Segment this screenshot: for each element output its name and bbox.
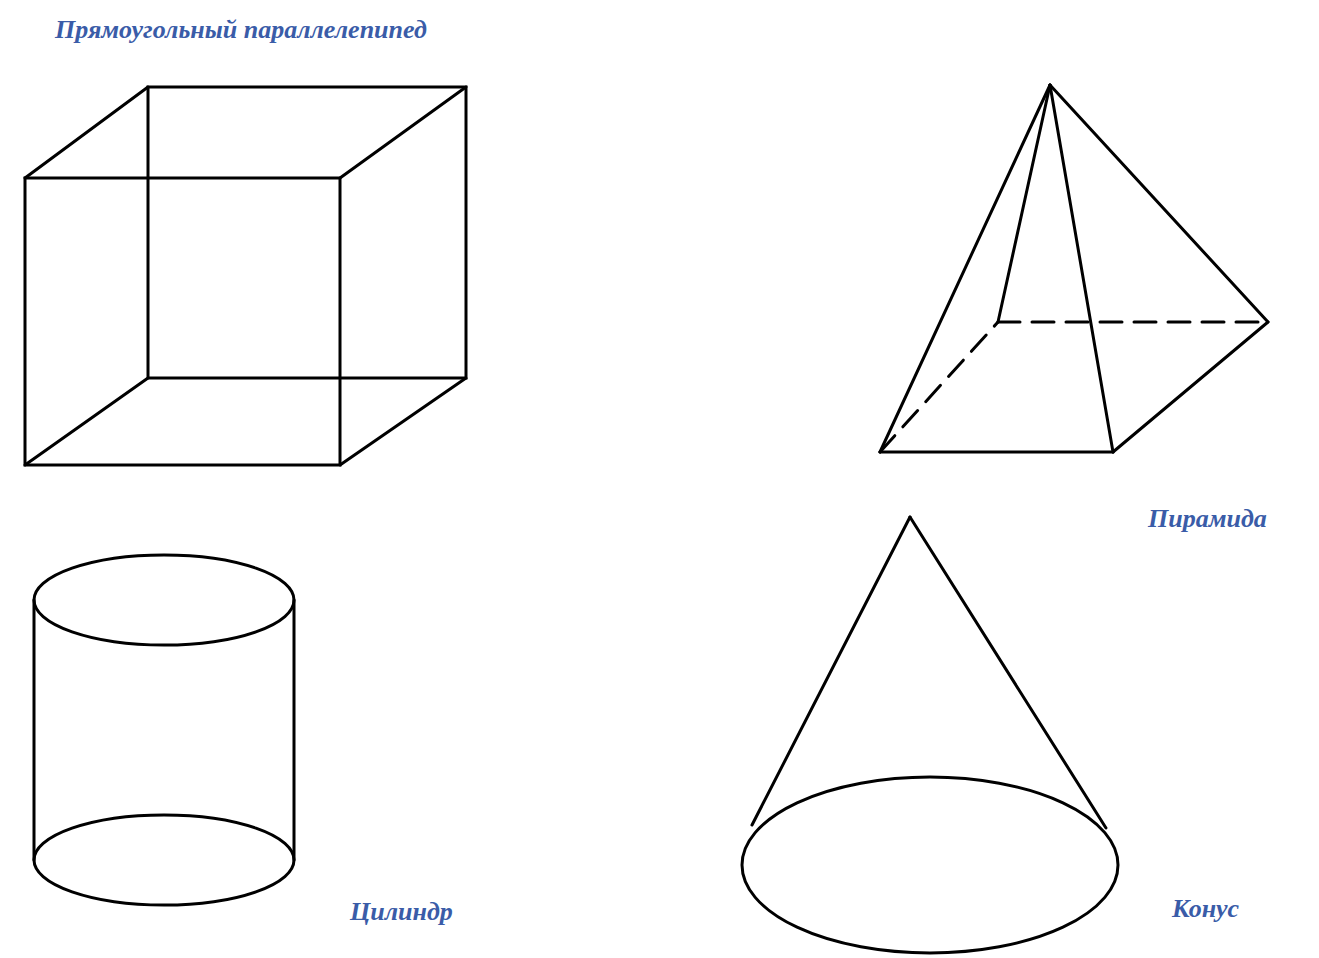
cylinder — [34, 555, 294, 905]
shape-caption: Прямоугольный параллелепипед — [55, 14, 427, 45]
shape-caption: Цилиндр — [350, 896, 453, 927]
shape-caption: Конус — [1172, 893, 1239, 924]
pyramid — [880, 85, 1268, 452]
cuboid — [25, 87, 466, 465]
shape-caption: Пирамида — [1148, 503, 1267, 534]
cone — [742, 517, 1118, 953]
